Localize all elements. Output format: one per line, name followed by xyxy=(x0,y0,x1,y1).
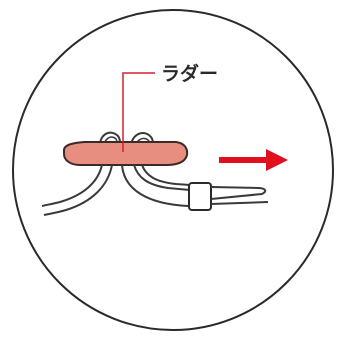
line-sleeve xyxy=(189,183,211,210)
ladder-plate xyxy=(64,142,187,165)
circle-frame xyxy=(13,10,333,330)
callout-label: ラダー xyxy=(161,62,218,85)
